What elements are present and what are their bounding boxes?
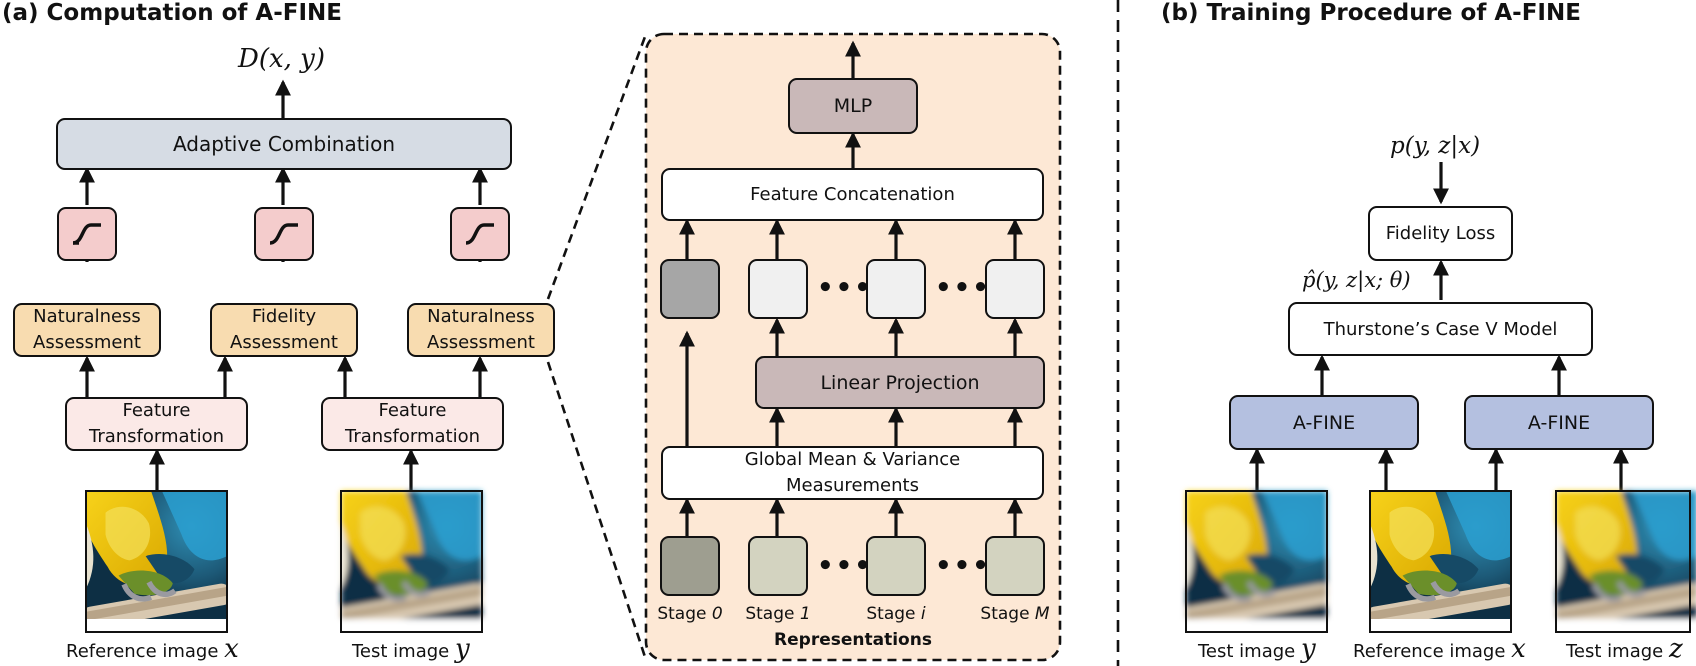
adaptive-combination-label: Adaptive Combination	[172, 132, 396, 156]
test-image-y-right	[1185, 490, 1328, 633]
global-mean-variance-box: Global Mean & Variance Measurements	[661, 446, 1044, 500]
target-label: p(y, z|x)	[1390, 133, 1481, 159]
feature-concatenation-box: Feature Concatenation	[661, 168, 1044, 221]
ellipsis-top-2: •••	[935, 273, 991, 303]
afine-box-1: A-FINE	[1229, 395, 1419, 450]
naturalness-assessment-box-2: Naturalness Assessment	[407, 303, 555, 357]
stage-i-square	[866, 536, 926, 596]
fidelity-loss-box: Fidelity Loss	[1368, 206, 1513, 261]
test-image-z-right	[1555, 490, 1696, 633]
assess-line2: Assessment	[427, 332, 535, 353]
projected-feature-i	[866, 259, 926, 319]
assess-line1: Naturalness	[427, 306, 535, 327]
stage-0-square	[660, 536, 720, 596]
sigmoid-icon	[465, 223, 494, 245]
global-stats-line1: Global Mean & Variance	[744, 449, 961, 470]
global-stats-line2: Measurements	[786, 475, 919, 496]
ellipsis-top-1: •••	[817, 273, 873, 303]
stage-i-label: Stage i	[866, 604, 926, 624]
stage-m-label: Stage M	[980, 604, 1050, 624]
test-image-caption-left: Test image y	[352, 634, 470, 664]
prediction-label: p̂(y, z|x; θ)	[1302, 268, 1411, 292]
zoom-connector-bottom	[546, 361, 648, 661]
thurstone-model-box: Thurstone’s Case V Model	[1288, 302, 1593, 356]
fidelity-loss-label: Fidelity Loss	[1385, 223, 1496, 244]
linear-projection-label: Linear Projection	[820, 371, 980, 394]
afine-label-2: A-FINE	[1527, 411, 1591, 434]
reference-image-caption-right: Reference image x	[1353, 634, 1526, 664]
concat-label: Feature Concatenation	[750, 184, 955, 205]
stage-1-square	[748, 536, 808, 596]
projected-feature-0	[660, 259, 720, 319]
transform-line1: Feature	[122, 400, 191, 421]
test-image-z-caption: Test image z	[1566, 634, 1683, 664]
reference-image-left	[85, 490, 228, 633]
left-panel-title: (a) Computation of A-FINE	[2, 0, 343, 26]
right-panel-title: (b) Training Procedure of A-FINE	[1161, 0, 1581, 26]
output-label: D(x, y)	[238, 44, 326, 74]
representations-label: Representations	[774, 630, 932, 650]
reference-image-caption-left: Reference image x	[66, 634, 239, 664]
zoom-connector-top	[546, 33, 648, 300]
ellipsis-bottom-1: •••	[817, 551, 873, 581]
test-image-y-caption: Test image y	[1198, 634, 1316, 664]
transform-line1: Feature	[378, 400, 447, 421]
stage-m-square	[985, 536, 1045, 596]
reference-image-right	[1369, 490, 1512, 633]
assess-line1: Fidelity	[251, 306, 317, 327]
transform-line2: Transformation	[88, 426, 225, 447]
projected-feature-m	[985, 259, 1045, 319]
stage-0-label: Stage 0	[657, 604, 723, 624]
sigmoid-icon	[72, 223, 101, 245]
assess-line1: Naturalness	[33, 306, 141, 327]
mlp-label: MLP	[833, 95, 873, 117]
adaptive-combination-box: Adaptive Combination	[56, 118, 512, 170]
fidelity-assessment-box: Fidelity Assessment	[210, 303, 358, 357]
feature-transformation-box-test: Feature Transformation	[321, 397, 504, 451]
naturalness-assessment-box-1: Naturalness Assessment	[13, 303, 161, 357]
ellipsis-bottom-2: •••	[935, 551, 991, 581]
sigmoid-box-1	[57, 207, 117, 261]
sigmoid-box-3	[450, 207, 510, 261]
assess-line2: Assessment	[33, 332, 141, 353]
afine-label-1: A-FINE	[1292, 411, 1356, 434]
thurstone-label: Thurstone’s Case V Model	[1323, 318, 1558, 340]
afine-box-2: A-FINE	[1464, 395, 1654, 450]
feature-transformation-box-ref: Feature Transformation	[65, 397, 248, 451]
assess-line2: Assessment	[230, 332, 338, 353]
sigmoid-icon	[269, 223, 298, 245]
sigmoid-box-2	[254, 207, 314, 261]
projected-feature-1	[748, 259, 808, 319]
stage-1-label: Stage 1	[745, 604, 811, 624]
transform-line2: Transformation	[344, 426, 481, 447]
mlp-box: MLP	[788, 78, 918, 134]
linear-projection-box: Linear Projection	[755, 356, 1045, 409]
test-image-left	[340, 490, 483, 633]
